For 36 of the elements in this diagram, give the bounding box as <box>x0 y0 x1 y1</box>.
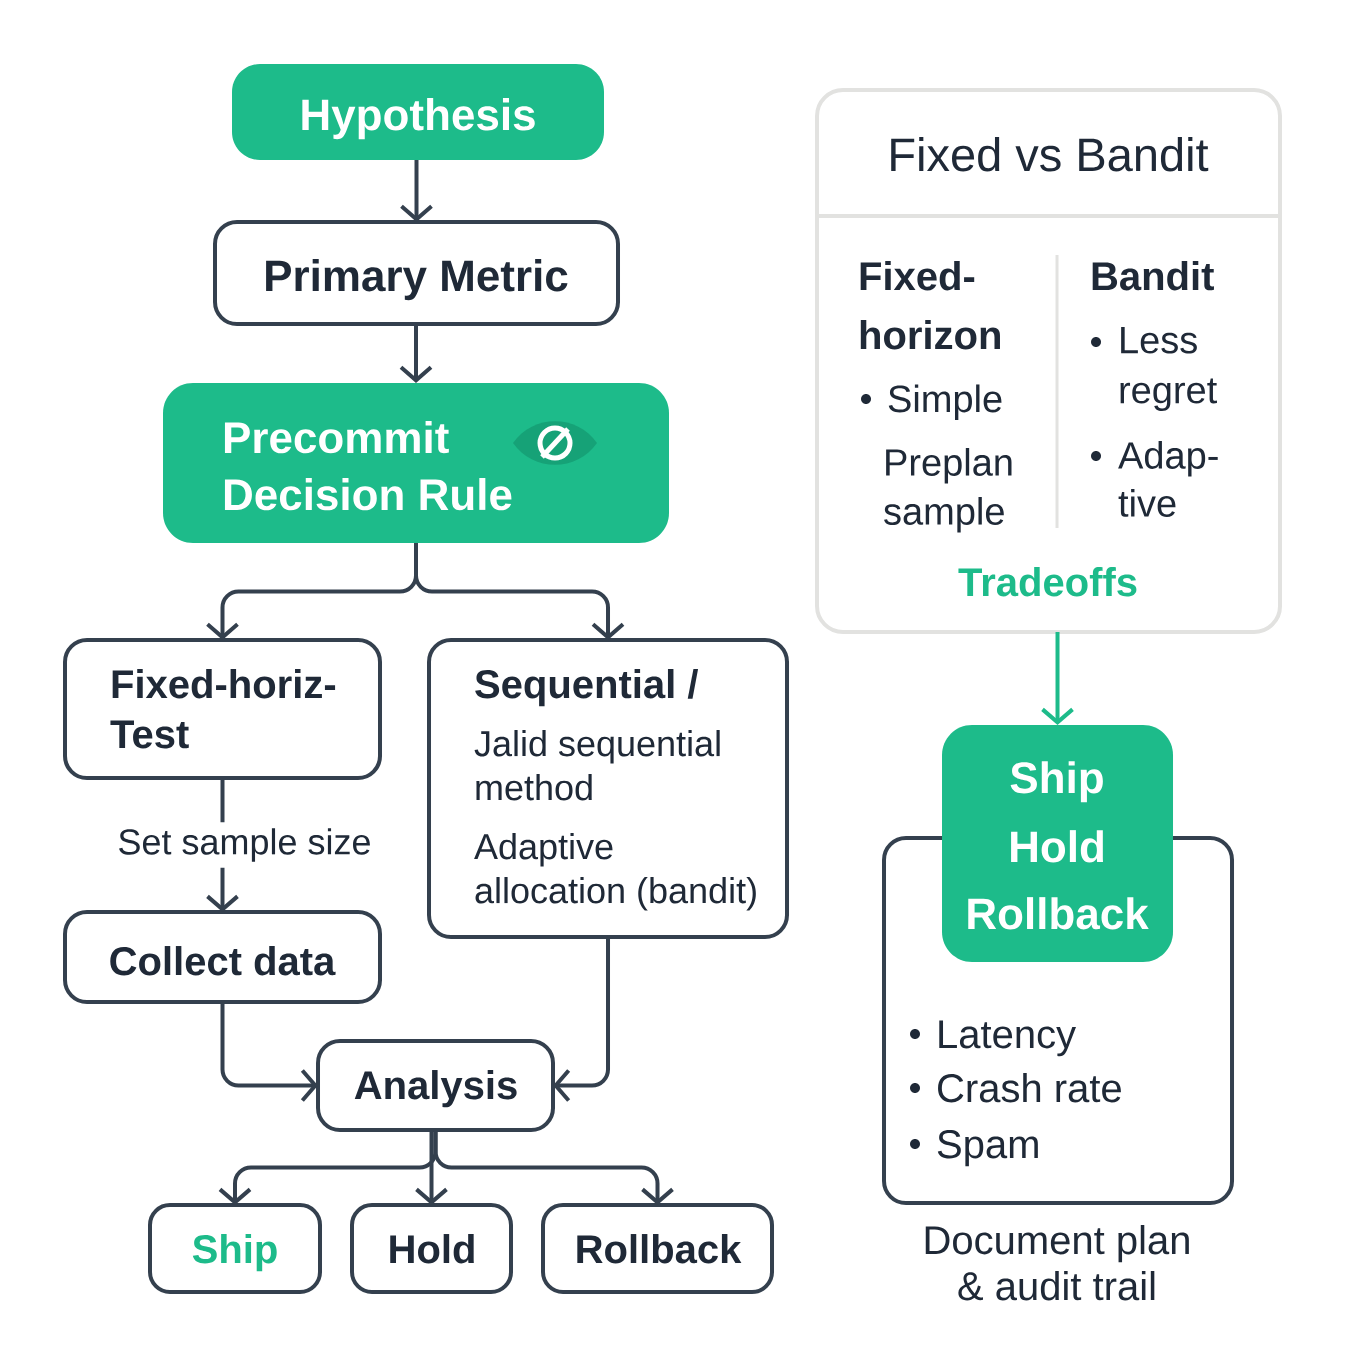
box-text: Jalid sequential method <box>474 730 720 801</box>
column-heading: Bandit <box>1092 261 1214 291</box>
outcome-box: Hold <box>350 1203 513 1294</box>
process-box: Fixed-horiz- Test <box>63 638 382 780</box>
arrow <box>415 1130 448 1205</box>
comparison-panel <box>815 88 1282 634</box>
arrow <box>433 1130 674 1205</box>
arrow <box>414 543 625 640</box>
list-item: Spam <box>937 1130 1038 1167</box>
list-item: Preplan sample <box>884 448 1012 533</box>
box-text: Rollback <box>968 897 1149 930</box>
box-heading: Sequential / <box>475 669 699 707</box>
process-box: Collect data <box>63 910 382 1004</box>
box-text: Hold <box>1011 830 1103 863</box>
process-box: Analysis <box>316 1039 555 1132</box>
panel-footer: Tradeoffs <box>958 567 1137 597</box>
outcome-box: Rollback <box>541 1203 774 1294</box>
column-heading: Fixed- horizon <box>860 261 1000 350</box>
panel-heading: Fixed vs Bandit <box>891 136 1209 172</box>
box-text: Ship <box>1010 761 1103 803</box>
arrow <box>1041 632 1074 725</box>
process-box: Primary Metric <box>213 220 620 326</box>
caption-text: Document plan & audit trail <box>925 1225 1189 1301</box>
box-text: Adaptive allocation (bandit) <box>474 833 756 911</box>
start-box: Hypothesis <box>232 64 604 160</box>
edge-label: Set sample size <box>111 822 378 868</box>
process-box <box>427 638 789 939</box>
list-item: Simple <box>888 384 1002 420</box>
arrow <box>220 1002 318 1102</box>
list-item: Crash rate <box>938 1073 1121 1103</box>
outcome-box: Ship <box>148 1203 322 1294</box>
arrow <box>553 937 610 1102</box>
list-item: Adap- tive <box>1118 441 1218 517</box>
list-item: Latency <box>939 1020 1076 1057</box>
list-item: Less regret <box>1120 327 1217 412</box>
outcome-box <box>942 725 1173 962</box>
